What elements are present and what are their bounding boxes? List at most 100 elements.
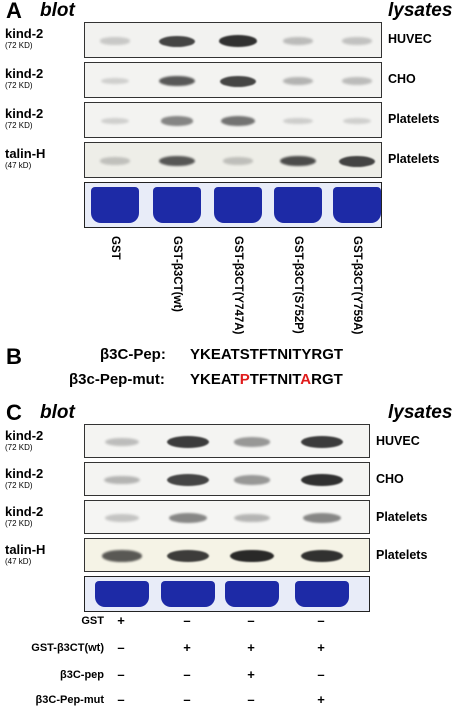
coomassie-band <box>161 581 215 607</box>
mutation-p: P <box>239 371 250 388</box>
panel-c-lysate-label: Platelets <box>376 510 428 524</box>
blot-band <box>166 549 210 563</box>
blot-band <box>100 157 130 165</box>
blot-band <box>100 117 130 125</box>
molecular-weight: (72 KD) <box>5 41 33 50</box>
panel-a-lysate-label: CHO <box>388 72 416 86</box>
blot-band <box>167 474 209 486</box>
panel-a-blot-strip <box>84 142 382 178</box>
blot-band <box>282 77 314 85</box>
lane-label: GST <box>109 236 121 260</box>
condition-symbol: + <box>317 640 325 655</box>
blot-band <box>159 75 195 87</box>
blot-band <box>338 155 376 167</box>
panel-a-lysate-label: HUVEC <box>388 32 432 46</box>
lane-label: GST-β3CT(S752P) <box>292 236 304 334</box>
panel-c-blot-strip <box>84 538 370 572</box>
blot-band <box>283 37 313 45</box>
panel-a-row-label: kind-2(72 KD) <box>5 27 43 51</box>
condition-label: β3C-Pep-mut <box>35 694 104 706</box>
blot-band <box>303 513 341 523</box>
panel-a-lysates-header: lysates <box>388 0 453 21</box>
condition-symbol: – <box>183 667 191 682</box>
protein-name: talin-H <box>5 542 46 557</box>
condition-symbol: – <box>183 692 191 707</box>
coomassie-band <box>91 187 139 223</box>
blot-band <box>104 514 140 522</box>
molecular-weight: (72 KD) <box>5 519 33 528</box>
blot-band <box>166 435 210 449</box>
blot-band <box>221 116 255 126</box>
peptide-mut-label: β3c-Pep-mut: <box>69 371 165 388</box>
blot-band <box>300 473 344 487</box>
condition-symbol: – <box>317 613 325 628</box>
condition-symbol: – <box>117 640 125 655</box>
condition-label: β3C-pep <box>60 669 104 681</box>
panel-c-lysate-label: CHO <box>376 472 404 486</box>
molecular-weight: (72 KD) <box>5 81 33 90</box>
condition-symbol: + <box>317 692 325 707</box>
peptide-wt-sequence: YKEATSTFTNITYRGT <box>190 346 344 363</box>
panel-a-blot-strip <box>84 62 382 98</box>
blot-band <box>101 550 143 562</box>
condition-symbol: + <box>117 613 125 628</box>
coomassie-band <box>333 187 381 223</box>
blot-band <box>219 75 257 87</box>
condition-symbol: – <box>247 692 255 707</box>
panel-a-lysate-label: Platelets <box>388 152 440 166</box>
molecular-weight: (72 KD) <box>5 443 33 452</box>
condition-symbol: – <box>247 613 255 628</box>
panel-a-blot-header: blot <box>40 0 75 21</box>
panel-a-lysate-label: Platelets <box>388 112 440 126</box>
protein-name: kind-2 <box>5 466 44 481</box>
blot-band <box>169 513 207 523</box>
blot-band <box>233 475 271 485</box>
blot-band <box>233 437 271 447</box>
blot-band <box>158 35 196 47</box>
panel-a-row-label: kind-2(72 KD) <box>5 67 43 91</box>
coomassie-band <box>95 581 149 607</box>
panel-c-lysate-label: Platelets <box>376 548 428 562</box>
blot-band <box>219 35 257 47</box>
protein-name: kind-2 <box>5 26 44 41</box>
protein-name: talin-H <box>5 146 46 161</box>
condition-symbol: – <box>117 667 125 682</box>
coomassie-band <box>274 187 322 223</box>
molecular-weight: (47 kD) <box>5 161 32 170</box>
mutation-a: A <box>300 371 312 388</box>
condition-symbol: + <box>247 667 255 682</box>
protein-name: kind-2 <box>5 428 44 443</box>
blot-band <box>104 437 140 447</box>
blot-band <box>283 117 313 125</box>
lane-label: GST-β3CT(Y759A) <box>351 236 363 335</box>
blot-band <box>100 77 130 85</box>
blot-band <box>300 549 344 563</box>
panel-c-blot-header: blot <box>40 402 75 423</box>
panel-c-lysate-label: HUVEC <box>376 434 420 448</box>
molecular-weight: (72 KD) <box>5 481 33 490</box>
blot-band <box>159 155 195 167</box>
panel-c-blot-strip <box>84 500 370 534</box>
blot-band <box>100 37 130 45</box>
blot-band <box>342 117 372 125</box>
lane-label: GST-β3CT(wt) <box>171 236 183 313</box>
protein-name: kind-2 <box>5 66 44 81</box>
peptide-mut-sequence: YKEATPTFTNITARGT <box>190 371 343 388</box>
panel-c-letter: C <box>6 400 22 425</box>
protein-name: kind-2 <box>5 106 44 121</box>
coomassie-band <box>214 187 262 223</box>
panel-a-blot-strip <box>84 22 382 58</box>
blot-band <box>160 116 194 126</box>
condition-symbol: + <box>247 640 255 655</box>
panel-a-row-label: talin-H(47 kD) <box>5 147 45 171</box>
panel-a-blot-strip <box>84 102 382 138</box>
blot-band <box>223 157 253 165</box>
blot-band <box>280 155 316 167</box>
blot-band <box>342 37 372 45</box>
coomassie-band <box>153 187 201 223</box>
panel-a-letter: A <box>6 0 22 23</box>
panel-a-row-label: kind-2(72 KD) <box>5 107 43 131</box>
molecular-weight: (72 KD) <box>5 121 33 130</box>
panel-c-lysates-header: lysates <box>388 402 453 423</box>
